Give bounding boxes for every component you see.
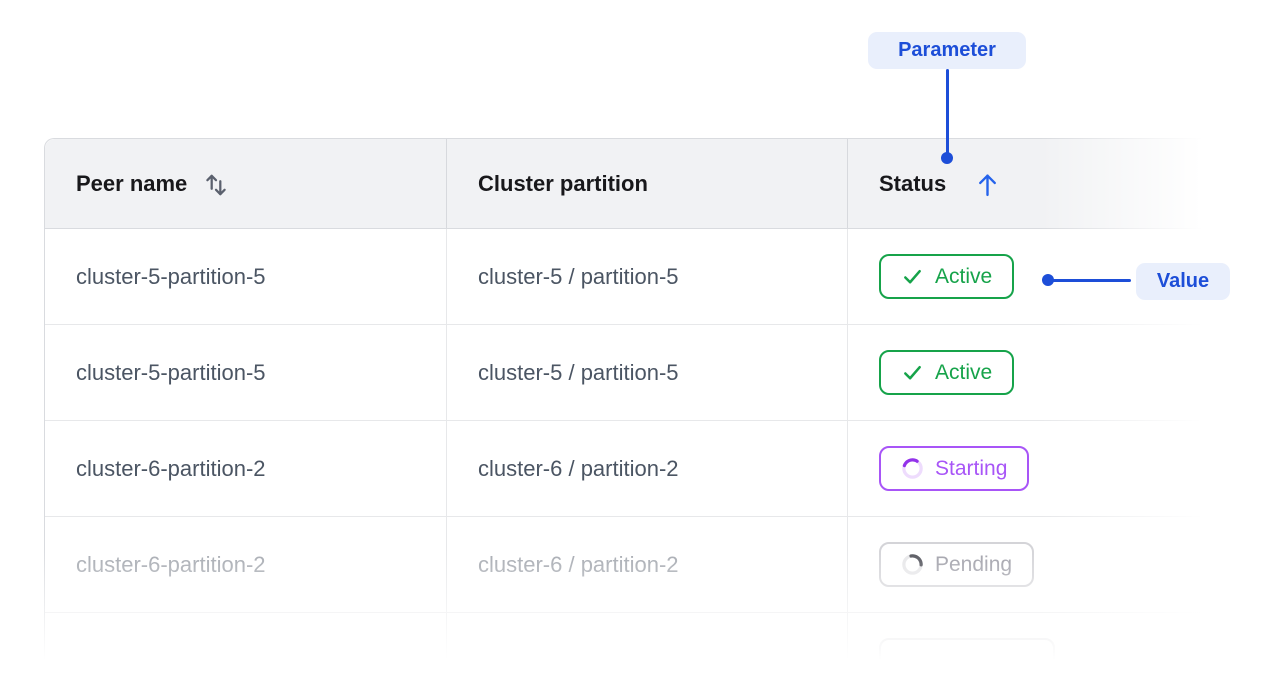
cluster-partition-cell: cluster-6 / partition-2: [447, 517, 848, 612]
check-icon: [904, 269, 921, 284]
value-connector-line: [1048, 279, 1131, 282]
status-badge: Active: [879, 254, 1015, 299]
column-header-cluster-partition[interactable]: Cluster partition: [447, 139, 848, 228]
cluster-partition-cell: cluster-5 / partition-5: [447, 229, 848, 324]
cluster-partition-cell: cluster-6 / partition-2: [447, 421, 848, 516]
status-badge: [879, 638, 1055, 683]
value-connector-dot: [1042, 274, 1054, 286]
status-badge: Active: [879, 350, 1015, 395]
peer-name-cell: cluster-5-partition-5: [45, 229, 447, 324]
peer-name-cell: cluster-6-partition-2: [45, 421, 447, 516]
spinner-icon: [902, 554, 923, 575]
sort-both-icon[interactable]: [202, 171, 230, 199]
peer-name-cell: cluster-6-partition-2: [45, 517, 447, 612]
column-header-label: Cluster partition: [478, 170, 648, 196]
cluster-partition-cell: cluster-5 / partition-5: [447, 325, 848, 420]
peer-name-cell: cluster-5-partition-5: [45, 325, 447, 420]
status-cell: Active: [848, 229, 1272, 324]
status-badge-label: Active: [935, 361, 993, 384]
table-row: [45, 613, 1272, 688]
table-row: cluster-6-partition-2 cluster-6 / partit…: [45, 517, 1272, 613]
parameter-connector-line: [946, 69, 949, 154]
status-badge-label: Pending: [935, 553, 1013, 576]
spinner-icon: [902, 458, 923, 479]
status-badge: Pending: [879, 542, 1035, 587]
table-body: cluster-5-partition-5 cluster-5 / partit…: [45, 229, 1272, 688]
table-row: cluster-5-partition-5 cluster-5 / partit…: [45, 325, 1272, 421]
column-header-label: Status: [879, 170, 947, 196]
status-badge-label: Starting: [935, 457, 1008, 480]
check-icon: [904, 365, 921, 380]
peers-table: Peer name Cluster partition Status clust…: [44, 138, 1272, 688]
status-cell: Pending: [848, 517, 1272, 612]
sort-ascending-icon[interactable]: [975, 171, 1000, 198]
parameter-connector-dot: [941, 152, 953, 164]
status-badge-label: Active: [935, 265, 993, 288]
table-row: cluster-6-partition-2 cluster-6 / partit…: [45, 421, 1272, 517]
status-badge: Starting: [879, 446, 1030, 491]
status-cell: Starting: [848, 421, 1272, 516]
status-cell: [848, 613, 1272, 688]
parameter-callout-pill: Parameter: [868, 32, 1026, 69]
column-header-label: Peer name: [76, 170, 188, 196]
value-callout-pill: Value: [1136, 263, 1230, 300]
status-cell: Active: [848, 325, 1272, 420]
table-header-row: Peer name Cluster partition Status: [45, 139, 1272, 229]
cluster-partition-cell: [447, 613, 848, 688]
peer-name-cell: [45, 613, 447, 688]
table-row: cluster-5-partition-5 cluster-5 / partit…: [45, 229, 1272, 325]
column-header-status[interactable]: Status: [848, 139, 1272, 228]
column-header-peer-name[interactable]: Peer name: [45, 139, 447, 228]
